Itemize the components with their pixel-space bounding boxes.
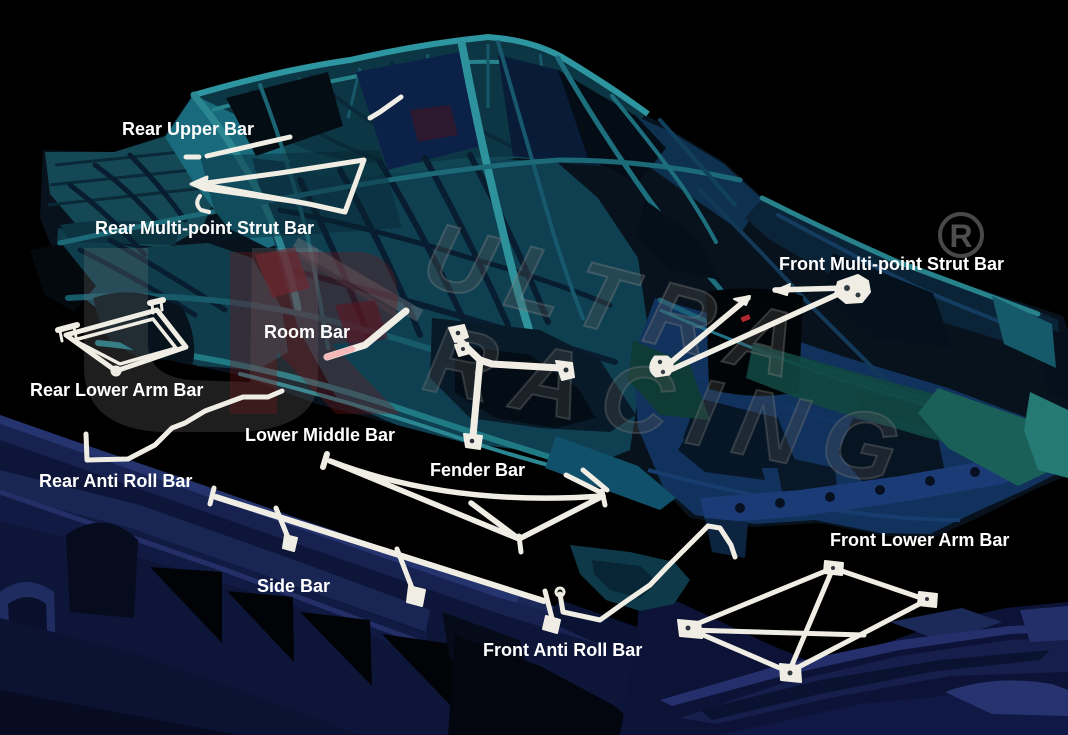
- svg-text:R: R: [949, 218, 972, 254]
- svg-text:Lower Middle Bar: Lower Middle Bar: [245, 425, 395, 445]
- svg-text:Front Multi-point Strut Bar: Front Multi-point Strut Bar: [779, 254, 1004, 274]
- svg-text:Rear Lower Arm Bar: Rear Lower Arm Bar: [30, 380, 203, 400]
- svg-text:Side Bar: Side Bar: [257, 576, 330, 596]
- svg-text:Front Lower Arm Bar: Front Lower Arm Bar: [830, 530, 1009, 550]
- svg-text:Rear Upper Bar: Rear Upper Bar: [122, 119, 254, 139]
- svg-text:Rear Multi-point Strut Bar: Rear Multi-point Strut Bar: [95, 218, 314, 238]
- svg-text:Front Anti Roll Bar: Front Anti Roll Bar: [483, 640, 642, 660]
- svg-text:Fender Bar: Fender Bar: [430, 460, 525, 480]
- svg-text:Rear Anti Roll Bar: Rear Anti Roll Bar: [39, 471, 192, 491]
- svg-text:Room Bar: Room Bar: [264, 322, 350, 342]
